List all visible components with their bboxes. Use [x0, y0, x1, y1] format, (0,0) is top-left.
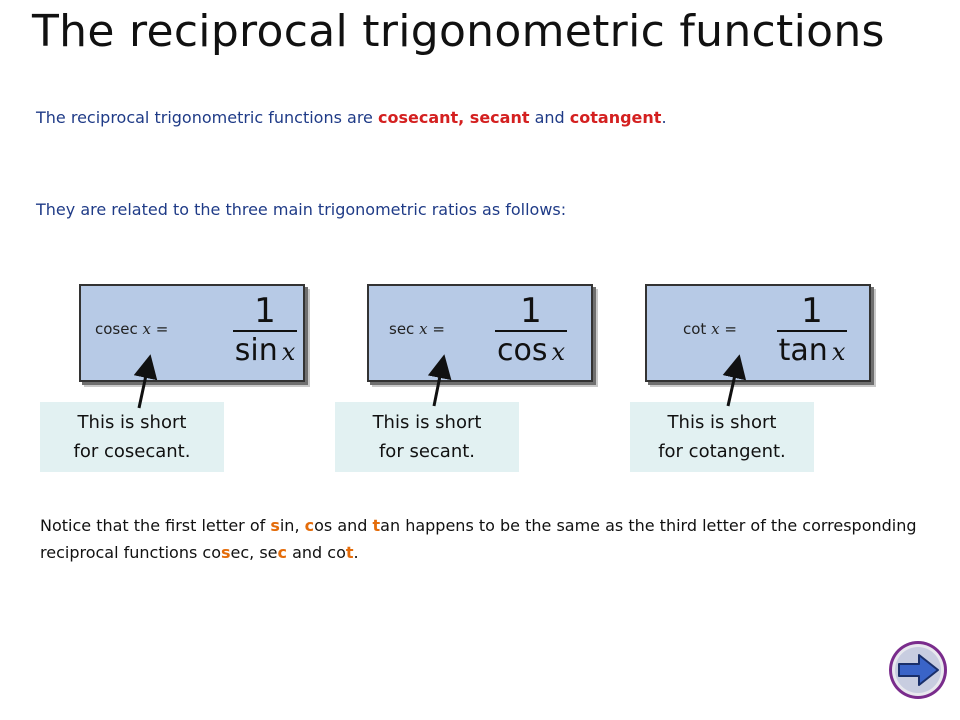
fraction-bar [233, 330, 297, 332]
sec-note-line2: for secant. [378, 441, 476, 462]
intro-text: The reciprocal trigonometric functions a… [36, 108, 667, 127]
cot-note-line2: for cotangent. [658, 441, 786, 462]
next-button[interactable] [886, 638, 950, 702]
cot-note: This is short for cotangent. [630, 402, 814, 472]
sec-lhs: sec x = [389, 320, 445, 338]
intro-highlight-cotangent: cotangent [569, 108, 662, 127]
sec-note: This is short for secant. [335, 402, 519, 472]
next-arrow-icon [889, 641, 947, 699]
cot-pointer-arrow [722, 354, 747, 407]
intro-part1: The reciprocal trigonometric functions a… [36, 108, 378, 127]
page-title: The reciprocal trigonometric functions [32, 6, 885, 57]
sec-note-line1: This is short [372, 412, 482, 433]
cot-numerator: 1 [801, 291, 823, 331]
notice-text: Notice that the first letter of sin, cos… [40, 516, 917, 562]
related-text: They are related to the three main trigo… [36, 200, 567, 219]
cosec-lhs: cosec x = [95, 320, 169, 338]
sec-numerator: 1 [520, 291, 542, 331]
intro-part3: . [661, 108, 667, 127]
sec-pointer-arrow [427, 354, 452, 407]
cosec-note: This is short for cosecant. [40, 402, 224, 472]
cot-note-line1: This is short [667, 412, 777, 433]
cosec-note-line1: This is short [77, 412, 187, 433]
cot-lhs: cot x = [683, 320, 737, 338]
cosec-pointer-arrow [133, 354, 158, 409]
intro-highlight-cosecant-secant: cosecant, secant [377, 108, 530, 127]
cosec-note-line2: for cosecant. [73, 441, 191, 462]
cosec-numerator: 1 [254, 291, 276, 331]
fraction-bar [495, 330, 567, 332]
fraction-bar [777, 330, 847, 332]
intro-part2: and [529, 108, 570, 127]
